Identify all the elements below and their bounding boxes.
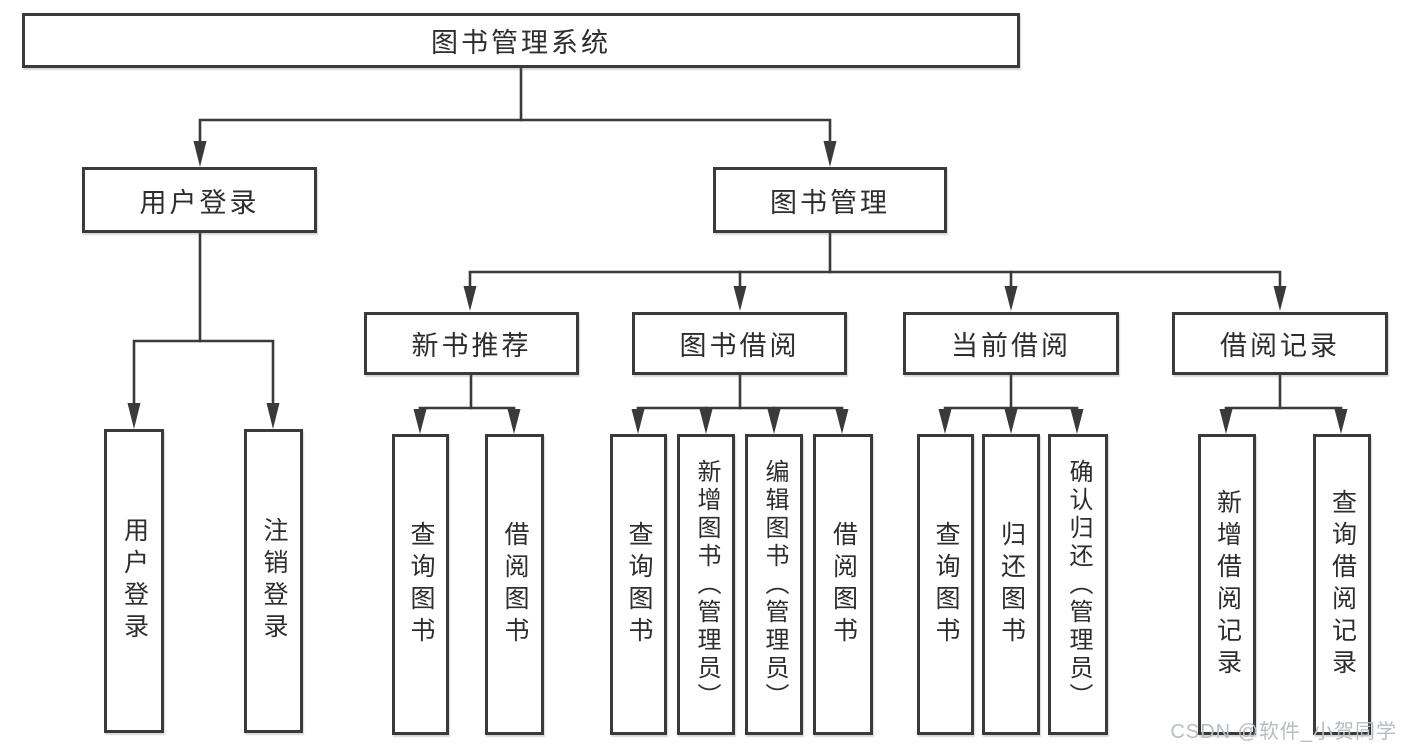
node-current-borrow: 当前借阅 bbox=[903, 312, 1119, 375]
node-new-book-recommend: 新书推荐 bbox=[364, 312, 579, 375]
leaf-borrow-books-recommend-label: 借阅图书 bbox=[501, 520, 529, 649]
node-borrow-records: 借阅记录 bbox=[1172, 312, 1388, 375]
connector-bookmgmt-to-level3 bbox=[463, 231, 1287, 311]
leaf-query-borrow-record: 查询借阅记录 bbox=[1313, 434, 1371, 735]
leaf-logout-login-label: 注销登录 bbox=[260, 517, 288, 645]
csdn-watermark: CSDN @软件_小贺同学 bbox=[1170, 721, 1397, 743]
leaf-query-books-recommend: 查询图书 bbox=[392, 434, 449, 735]
node-current-borrow-label: 当前借阅 bbox=[951, 331, 1071, 361]
leaf-add-borrow-record: 新增借阅记录 bbox=[1198, 434, 1256, 735]
leaf-logout-login: 注销登录 bbox=[244, 429, 303, 733]
node-user-login-group-label: 用户登录 bbox=[139, 187, 260, 218]
leaf-query-books-borrow: 查询图书 bbox=[610, 434, 667, 735]
connector-currentborrow-to-leaves bbox=[938, 373, 1084, 434]
leaf-query-books-recommend-label: 查询图书 bbox=[407, 520, 435, 649]
node-borrow-records-label: 借阅记录 bbox=[1220, 331, 1340, 361]
leaf-confirm-return-admin: 确认归还（管理员） bbox=[1048, 434, 1108, 735]
leaf-query-books-current: 查询图书 bbox=[917, 434, 974, 735]
leaf-user-login-label: 用户登录 bbox=[120, 517, 149, 645]
leaf-user-login: 用户登录 bbox=[104, 429, 164, 733]
node-book-borrow: 图书借阅 bbox=[632, 312, 847, 375]
node-book-management-label: 图书管理 bbox=[770, 187, 890, 218]
connector-userlogin-to-leaves bbox=[127, 231, 280, 429]
node-root: 图书管理系统 bbox=[22, 13, 1020, 68]
node-root-label: 图书管理系统 bbox=[431, 28, 611, 58]
leaf-query-borrow-record-label: 查询借阅记录 bbox=[1328, 488, 1357, 681]
leaf-edit-books-admin-label: 编辑图书（管理员） bbox=[761, 458, 788, 711]
leaf-add-borrow-record-label: 新增借阅记录 bbox=[1213, 488, 1242, 681]
leaf-query-books-borrow-label: 查询图书 bbox=[625, 520, 653, 649]
connector-borrowrecords-to-leaves bbox=[1219, 373, 1348, 434]
leaf-return-books-label: 归还图书 bbox=[997, 520, 1026, 649]
leaf-query-books-current-label: 查询图书 bbox=[932, 520, 960, 649]
connector-root-to-level2 bbox=[193, 66, 837, 167]
node-user-login-group: 用户登录 bbox=[82, 167, 317, 233]
leaf-borrow-books-borrow: 借阅图书 bbox=[813, 434, 873, 735]
connector-newbookrec-to-leaves bbox=[413, 373, 521, 434]
leaf-borrow-books-recommend: 借阅图书 bbox=[485, 434, 544, 735]
node-book-management: 图书管理 bbox=[713, 167, 947, 233]
leaf-confirm-return-admin-label: 确认归还（管理员） bbox=[1065, 458, 1092, 711]
leaf-return-books: 归还图书 bbox=[982, 434, 1040, 735]
leaf-edit-books-admin: 编辑图书（管理员） bbox=[745, 434, 803, 735]
node-book-borrow-label: 图书借阅 bbox=[679, 331, 800, 361]
leaf-add-books-admin: 新增图书（管理员） bbox=[677, 434, 735, 735]
leaf-add-books-admin-label: 新增图书（管理员） bbox=[693, 458, 720, 711]
connector-bookborrow-to-leaves bbox=[631, 373, 849, 434]
leaf-borrow-books-borrow-label: 借阅图书 bbox=[829, 520, 858, 649]
node-new-book-recommend-label: 新书推荐 bbox=[411, 331, 532, 361]
